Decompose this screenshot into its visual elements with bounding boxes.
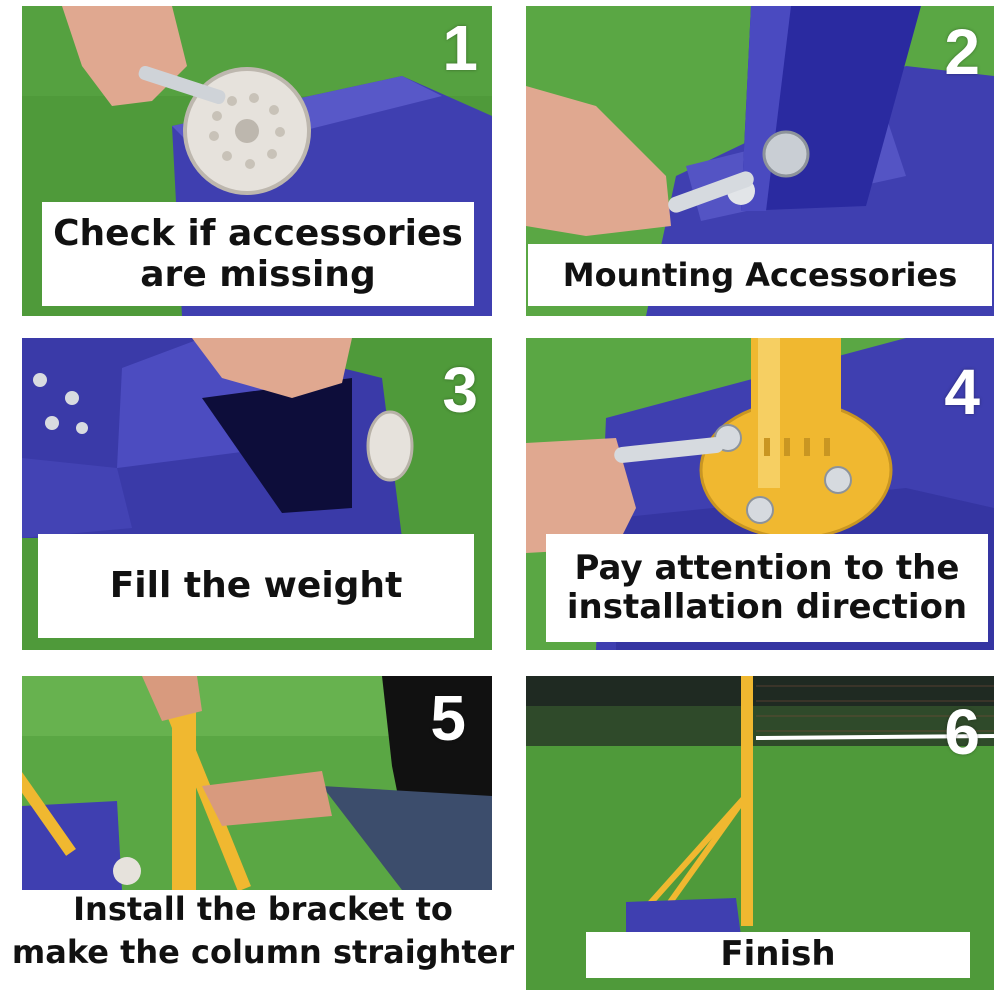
step-number: 6 bbox=[944, 696, 980, 768]
caption-line: are missing bbox=[140, 254, 376, 295]
step-caption: Install the bracket to make the column s… bbox=[0, 888, 526, 974]
step-1-photo bbox=[22, 6, 492, 316]
step-number: 2 bbox=[944, 16, 980, 88]
bolt-icon bbox=[33, 373, 47, 387]
wheel-icon bbox=[366, 410, 414, 482]
step-6-panel: 6 Finish bbox=[526, 676, 994, 990]
step-3-panel: 3 Fill the weight bbox=[22, 338, 492, 650]
step-number: 5 bbox=[430, 682, 466, 754]
step-number: 3 bbox=[442, 354, 478, 426]
caption-line: installation direction bbox=[566, 587, 968, 627]
step-caption: Check if accessories are missing bbox=[42, 202, 474, 306]
bolt-icon bbox=[762, 130, 810, 178]
caption-line: Install the bracket to bbox=[73, 890, 453, 928]
wrench-icon bbox=[614, 437, 724, 463]
hand-icon bbox=[526, 438, 636, 553]
caption-line: Pay attention to the bbox=[574, 547, 960, 588]
caption-line: Check if accessories bbox=[53, 212, 463, 254]
step-5-panel: 5 bbox=[22, 676, 492, 890]
step-number: 1 bbox=[442, 12, 478, 84]
step-5-photo bbox=[22, 676, 492, 890]
step-1-panel: 1 Check if accessories are missing bbox=[22, 6, 492, 316]
hand-icon bbox=[192, 338, 352, 398]
hand-icon bbox=[526, 86, 671, 236]
wrench-icon bbox=[138, 65, 226, 105]
wrench-icon bbox=[668, 171, 754, 213]
caption-line: make the column straighter bbox=[11, 933, 515, 972]
step-caption: Fill the weight bbox=[38, 534, 474, 638]
step-caption: Finish bbox=[586, 932, 970, 978]
step-number: 4 bbox=[944, 356, 980, 428]
step-caption: Pay attention to the installation direct… bbox=[546, 534, 988, 642]
wheel-icon bbox=[113, 857, 141, 885]
step-4-panel: 4 Pay attention to the installation dire… bbox=[526, 338, 994, 650]
step-2-panel: 2 Mounting Accessories bbox=[526, 6, 994, 316]
hand-icon bbox=[142, 676, 332, 826]
step-caption: Mounting Accessories bbox=[528, 244, 992, 306]
